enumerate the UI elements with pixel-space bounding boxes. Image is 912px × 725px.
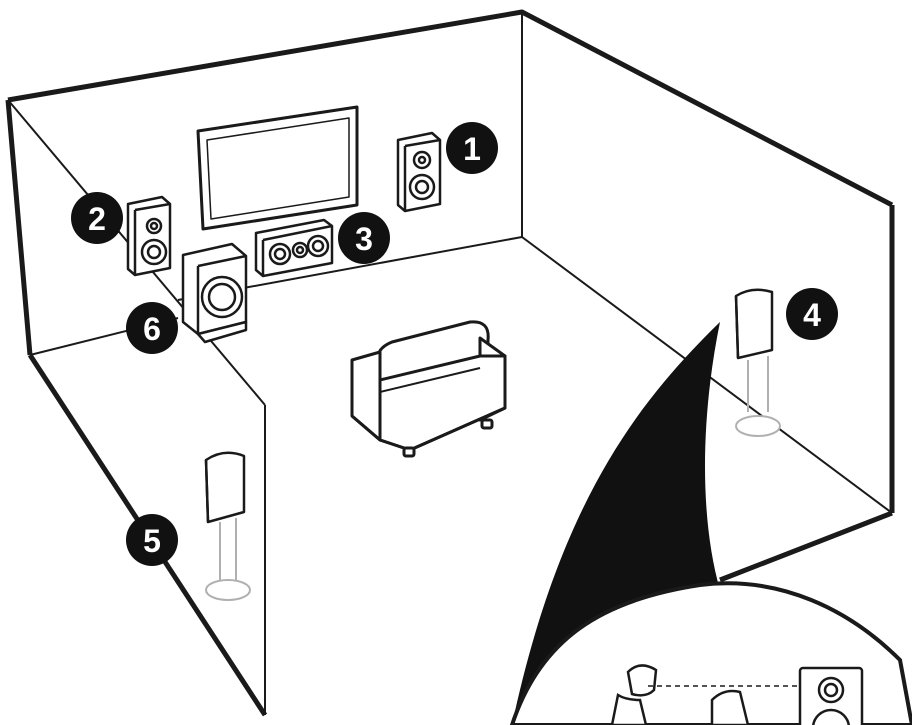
callout-badge	[786, 288, 838, 340]
subwoofer	[181, 242, 248, 344]
callout-badge	[338, 212, 390, 264]
callout-label: 4	[803, 297, 821, 333]
callout-label: 1	[463, 131, 481, 167]
callout-3: 3	[338, 212, 390, 264]
zoom-wedge	[512, 322, 720, 725]
callout-label: 3	[355, 221, 373, 257]
callout-label: 5	[143, 523, 161, 559]
front-right-speaker	[396, 131, 442, 213]
center-speaker	[254, 218, 334, 278]
inset-listener	[610, 664, 658, 725]
inset-speaker	[798, 666, 864, 725]
room	[5, 9, 895, 717]
callout-1: 1	[446, 122, 498, 174]
surround-left-speaker	[204, 451, 251, 601]
front-left-speaker	[126, 195, 172, 277]
sofa	[350, 320, 507, 458]
room-left-edge	[5, 99, 33, 356]
callout-badge	[126, 302, 178, 354]
surround-right-speaker	[734, 288, 781, 437]
callout-badge	[71, 192, 123, 244]
callout-5: 5	[126, 514, 178, 566]
callout-4: 4	[786, 288, 838, 340]
room-right-floor-edge	[719, 510, 893, 583]
room-back-edge	[7, 9, 894, 208]
callout-badge	[126, 514, 178, 566]
callout-label: 2	[88, 201, 106, 237]
callout-2: 2	[71, 192, 123, 244]
inset-detail	[509, 581, 912, 725]
callout-6: 6	[126, 302, 178, 354]
callout-badge	[446, 122, 498, 174]
inset-chair-back	[710, 689, 750, 725]
callout-label: 6	[143, 311, 161, 347]
television	[196, 105, 359, 231]
